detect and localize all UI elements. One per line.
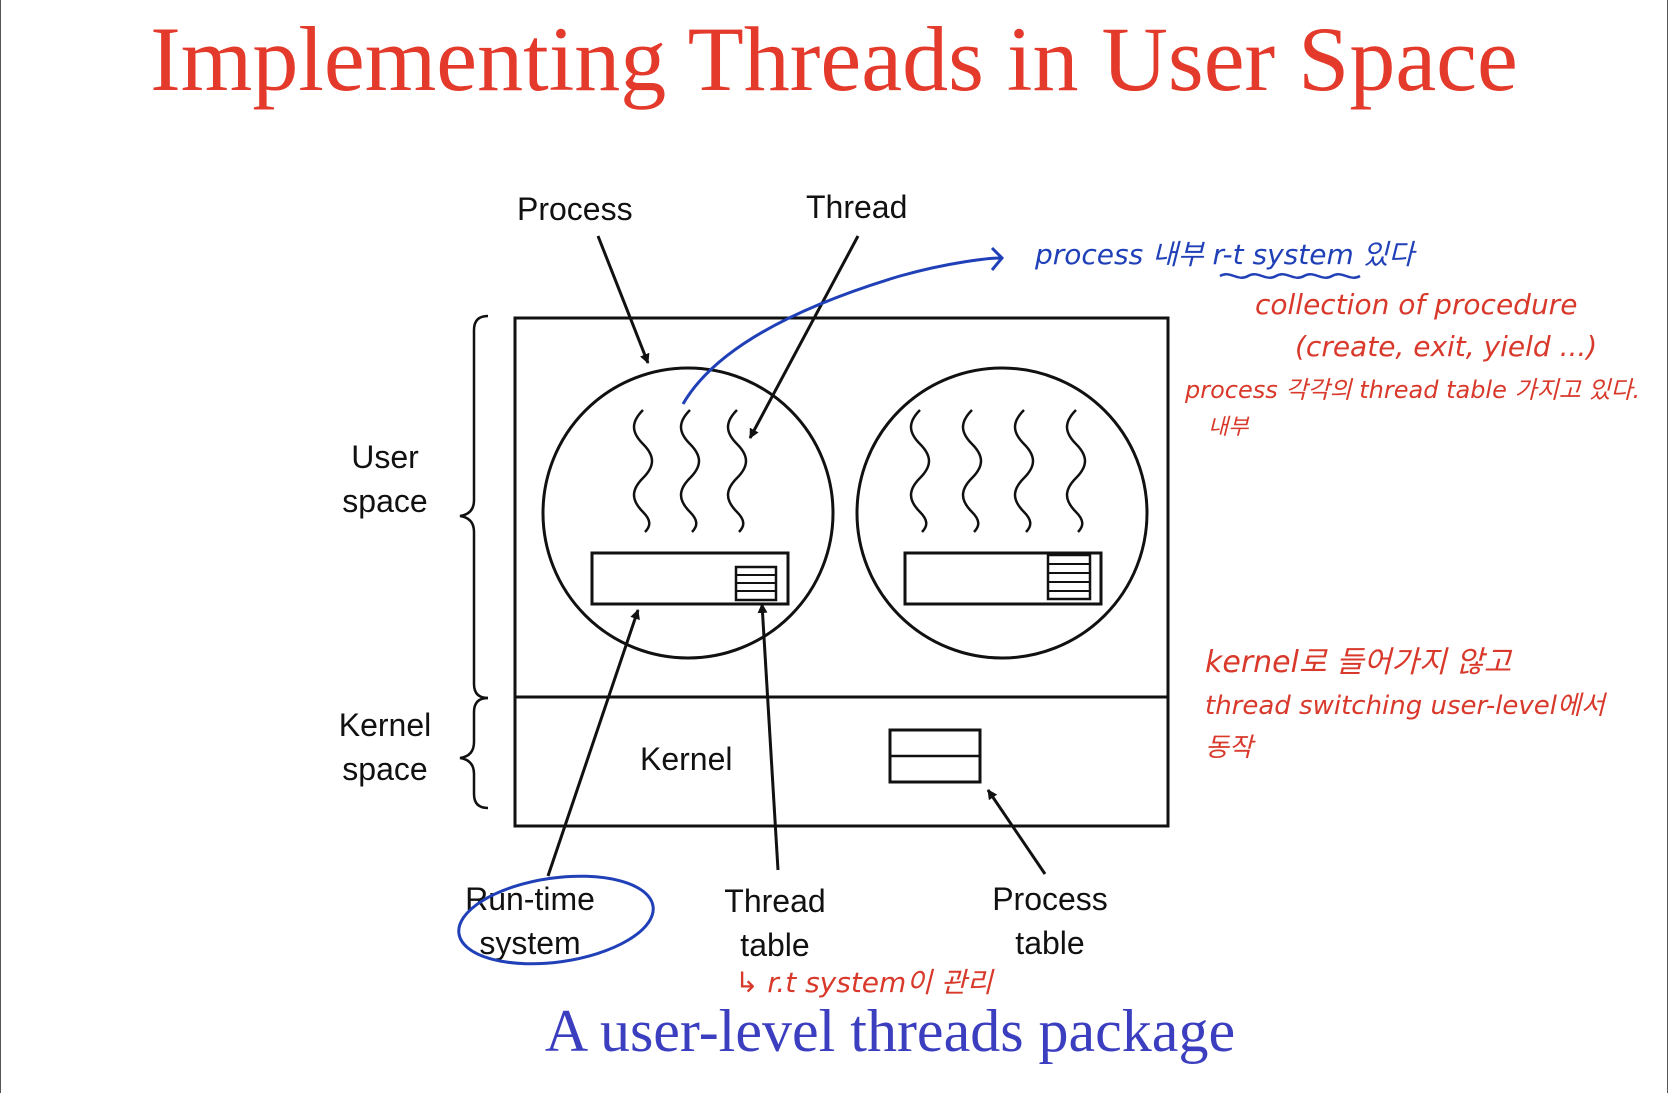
process-table-icon xyxy=(888,728,982,784)
red-note-2b: 내부 xyxy=(1208,415,1250,440)
label-kernel-space-2: space xyxy=(342,751,427,787)
label-thread: Thread xyxy=(806,189,907,225)
arrow-process-table xyxy=(986,789,1047,875)
arrow-process xyxy=(596,235,650,364)
process-2 xyxy=(855,366,1149,660)
red-note-4: ↳ r.t system이 관리 xyxy=(735,966,995,999)
arrow-run-time-system xyxy=(546,609,640,877)
label-thread-table-1: Thread xyxy=(724,883,825,919)
label-kernel-space-1: Kernel xyxy=(339,707,432,743)
address-space-box xyxy=(513,316,1170,828)
slide-caption: A user-level threads package xyxy=(544,998,1236,1064)
run-time-system-box xyxy=(590,551,790,606)
red-note-1a: collection of procedure xyxy=(1255,288,1577,321)
blue-underline xyxy=(1219,273,1361,279)
kernel-space-brace xyxy=(459,696,489,810)
label-user-space-1: User xyxy=(351,439,419,475)
arrow-thread xyxy=(748,235,860,439)
thread-table-icon xyxy=(734,565,778,602)
slide-title: Implementing Threads in User Space xyxy=(150,8,1518,110)
label-process-table-2: table xyxy=(1015,925,1084,961)
thread-table-icon xyxy=(1046,553,1092,601)
red-note-3c: 동작 xyxy=(1205,733,1256,763)
label-thread-table-2: table xyxy=(740,927,809,963)
label-run-time-system-2: system xyxy=(479,925,580,961)
arrow-thread-table xyxy=(757,603,780,871)
label-process: Process xyxy=(517,191,633,227)
user-space-brace xyxy=(459,314,489,700)
red-note-2a: process 각각의 thread table 가지고 있다. xyxy=(1184,376,1640,404)
red-note-3b: thread switching user-level에서 xyxy=(1205,691,1608,721)
label-process-table-1: Process xyxy=(992,881,1108,917)
process-1 xyxy=(541,366,835,660)
label-user-space-2: space xyxy=(342,483,427,519)
red-note-3a: kernel로 들어가지 않고 xyxy=(1205,645,1513,680)
blue-note: process 내부 r-t system 있다 xyxy=(1034,238,1417,271)
blue-circle-run-time-system xyxy=(457,874,655,966)
red-note-1b: (create, exit, yield ...) xyxy=(1295,330,1597,363)
blue-annotation-arrow xyxy=(681,256,1001,405)
label-kernel: Kernel xyxy=(640,741,733,777)
